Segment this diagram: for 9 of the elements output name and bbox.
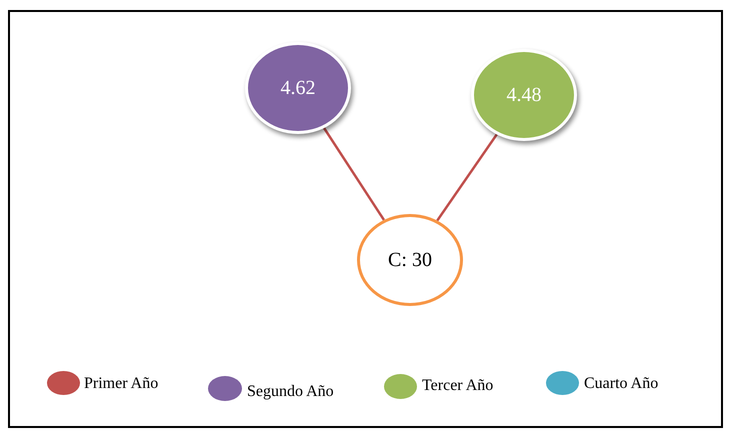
value-label: C: 30 [388,248,432,272]
value-label: 4.48 [506,84,542,106]
connector-line [436,134,498,222]
legend-label: Segundo Año [247,383,334,401]
legend-label: Tercer Año [422,377,494,395]
connector-line [323,127,385,221]
legend-label: Primer Año [84,375,158,393]
value-label: 4.62 [280,76,316,100]
legend-label: Cuarto Año [584,375,658,393]
